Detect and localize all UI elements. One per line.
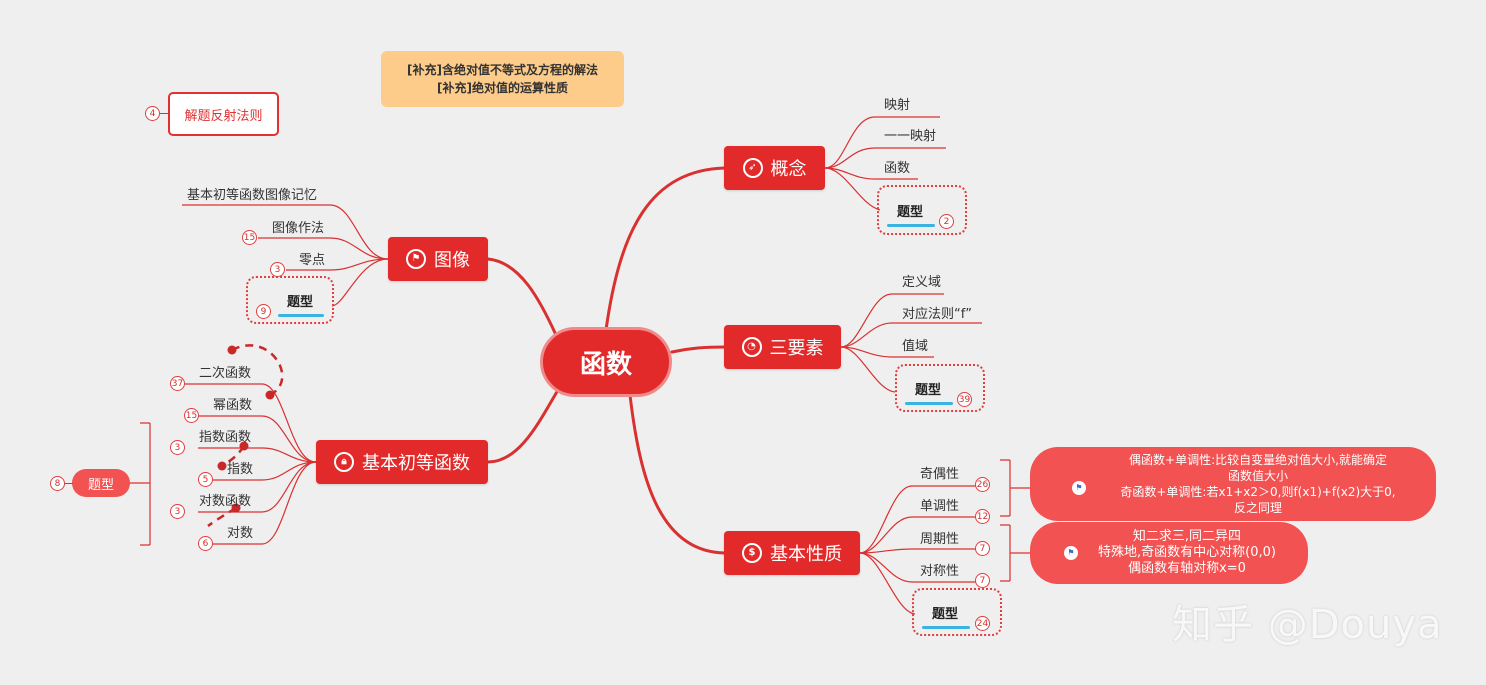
- tixing-xingzhi-underline: [922, 626, 970, 629]
- leaf-jiben-6-badge: 6: [198, 536, 213, 551]
- leaf-sanyaosu-1[interactable]: 定义域: [902, 275, 942, 290]
- tixing-gainian-label: 题型: [896, 205, 923, 220]
- leaf-tuxiang-2-badge: 15: [242, 230, 257, 245]
- callout2-line-1: 知二求三,同二异四: [1132, 529, 1242, 544]
- leaf-sanyaosu-3[interactable]: 值域: [902, 339, 929, 354]
- reflect-connector: [160, 113, 169, 114]
- flag-icon-tuxiang: ⚑: [406, 249, 426, 269]
- callout-period-symmetry[interactable]: ⚑ 知二求三,同二异四 特殊地,奇函数有中心对称(0,0) 偶函数有轴对称x=0: [1030, 522, 1308, 584]
- callout1-line-4: 反之同理: [1233, 501, 1282, 515]
- lock-icon: 🔒︎: [334, 452, 354, 472]
- leaf-xingzhi-3-badge: 7: [975, 541, 990, 556]
- leaf-jiben-2[interactable]: 幂函数: [213, 398, 253, 413]
- branch-tuxiang[interactable]: ⚑ 图像: [388, 237, 488, 281]
- leaf-tuxiang-3[interactable]: 零点: [299, 253, 326, 268]
- branch-jiben[interactable]: 🔒︎ 基本初等函数: [316, 440, 488, 484]
- leaf-jiben-5[interactable]: 对数函数: [199, 494, 252, 509]
- tixing-tuxiang-label: 题型: [286, 295, 313, 310]
- tixing-tuxiang-badge: 9: [256, 304, 271, 319]
- leaf-jiben-5-badge: 3: [170, 504, 185, 519]
- tixing-xingzhi[interactable]: 题型: [912, 588, 1002, 636]
- leaf-tuxiang-2[interactable]: 图像作法: [272, 221, 325, 236]
- branch-line-tuxiang: [486, 257, 558, 337]
- branch-jiben-label: 基本初等函数: [362, 453, 470, 474]
- tixing-sanyaosu-badge: 39: [957, 392, 972, 407]
- flag-icon-2: ⚑: [1064, 546, 1078, 560]
- leaf-gainian-1[interactable]: 映射: [884, 98, 911, 113]
- branch-xingzhi[interactable]: $ 基本性质: [724, 531, 860, 575]
- leaf-jiben-6[interactable]: 对数: [227, 526, 254, 541]
- branch-tuxiang-label: 图像: [434, 250, 470, 271]
- callout1-line-1: 偶函数+单调性:比较自变量绝对值大小,就能确定: [1129, 453, 1387, 467]
- tixing-tuxiang[interactable]: 题型: [246, 276, 334, 324]
- leaf-tuxiang-1[interactable]: 基本初等函数图像记忆: [187, 188, 318, 203]
- tixing-sanyaosu[interactable]: 题型: [895, 364, 985, 412]
- leaf-xingzhi-1[interactable]: 奇偶性: [920, 467, 960, 482]
- flag-icon: ⚑: [1072, 481, 1086, 495]
- branch-sanyaosu[interactable]: ◔ 三要素: [724, 325, 841, 369]
- tixing-xingzhi-badge: 24: [975, 616, 990, 631]
- branch-xingzhi-label: 基本性质: [770, 544, 842, 565]
- callout1-line-3: 奇函数+单调性:若x1+x2＞0,则f(x1)+f(x2)大于0,: [1120, 485, 1396, 499]
- branch-sanyaosu-label: 三要素: [769, 338, 824, 359]
- tixing-jiben-connector: [64, 483, 73, 484]
- leaf-sanyaosu-2[interactable]: 对应法则“f”: [902, 307, 973, 322]
- tixing-gainian-underline: [887, 224, 935, 227]
- tixing-sanyaosu-label: 题型: [914, 383, 941, 398]
- reflect-label: 解题反射法则: [184, 108, 263, 124]
- leaf-gainian-2[interactable]: 一一映射: [884, 129, 937, 144]
- tixing-gainian-badge: 2: [939, 214, 954, 229]
- tixing-jiben[interactable]: 题型: [72, 469, 130, 497]
- leaf-xingzhi-4[interactable]: 对称性: [920, 564, 960, 579]
- tixing-tuxiang-underline: [278, 314, 324, 317]
- callout2-line-3: 偶函数有轴对称x=0: [1128, 561, 1246, 576]
- dollar-icon: $: [742, 543, 762, 563]
- callout2-line-2: 特殊地,奇函数有中心对称(0,0): [1098, 545, 1276, 560]
- branch-line-sanyaosu: [670, 345, 727, 354]
- callout-parity-monotonic[interactable]: ⚑ 偶函数+单调性:比较自变量绝对值大小,就能确定 函数值大小 奇函数+单调性:…: [1030, 447, 1436, 521]
- leaf-jiben-3[interactable]: 指数函数: [199, 430, 252, 445]
- branch-line-jiben: [486, 388, 560, 464]
- tixing-jiben-badge: 8: [50, 476, 65, 491]
- tixing-gainian[interactable]: 题型: [877, 185, 967, 235]
- leaf-tuxiang-3-badge: 3: [270, 262, 285, 277]
- branch-line-gainian: [604, 166, 727, 332]
- tixing-jiben-label: 题型: [87, 477, 114, 493]
- callout1-line-2: 函数值大小: [1227, 469, 1288, 483]
- leaf-jiben-4[interactable]: 指数: [227, 462, 254, 477]
- leaf-jiben-1-badge: 37: [170, 376, 185, 391]
- center-label: 函数: [579, 349, 632, 380]
- compass-icon: ➶: [742, 158, 763, 178]
- supplement-note[interactable]: [补充]含绝对值不等式及方程的解法 [补充]绝对值的运算性质: [381, 51, 624, 107]
- tixing-sanyaosu-underline: [905, 402, 953, 405]
- center-node[interactable]: 函数: [540, 327, 672, 397]
- reflect-node[interactable]: 解题反射法则: [168, 92, 279, 136]
- leaf-gainian-3[interactable]: 函数: [884, 161, 911, 176]
- tixing-xingzhi-label: 题型: [931, 607, 958, 622]
- pie-chart-icon: ◔: [741, 337, 762, 357]
- leaf-jiben-1[interactable]: 二次函数: [199, 366, 252, 381]
- reflect-badge: 4: [145, 106, 160, 121]
- leaf-xingzhi-2-badge: 12: [975, 509, 990, 524]
- note-line-2: [补充]绝对值的运算性质: [437, 81, 568, 95]
- leaf-xingzhi-2[interactable]: 单调性: [920, 499, 960, 514]
- leaf-jiben-4-badge: 5: [198, 472, 213, 487]
- note-line-1: [补充]含绝对值不等式及方程的解法: [407, 63, 598, 77]
- branch-line-xingzhi: [628, 393, 727, 555]
- branch-gainian[interactable]: ➶ 概念: [724, 146, 825, 190]
- branch-gainian-label: 概念: [770, 159, 807, 180]
- leaf-jiben-3-badge: 3: [170, 440, 185, 455]
- leaf-xingzhi-3[interactable]: 周期性: [920, 532, 960, 547]
- leaf-jiben-2-badge: 15: [184, 408, 199, 423]
- leaf-xingzhi-1-badge: 26: [975, 477, 990, 492]
- watermark: 知乎 @Douya: [1172, 602, 1443, 648]
- leaf-xingzhi-4-badge: 7: [975, 573, 990, 588]
